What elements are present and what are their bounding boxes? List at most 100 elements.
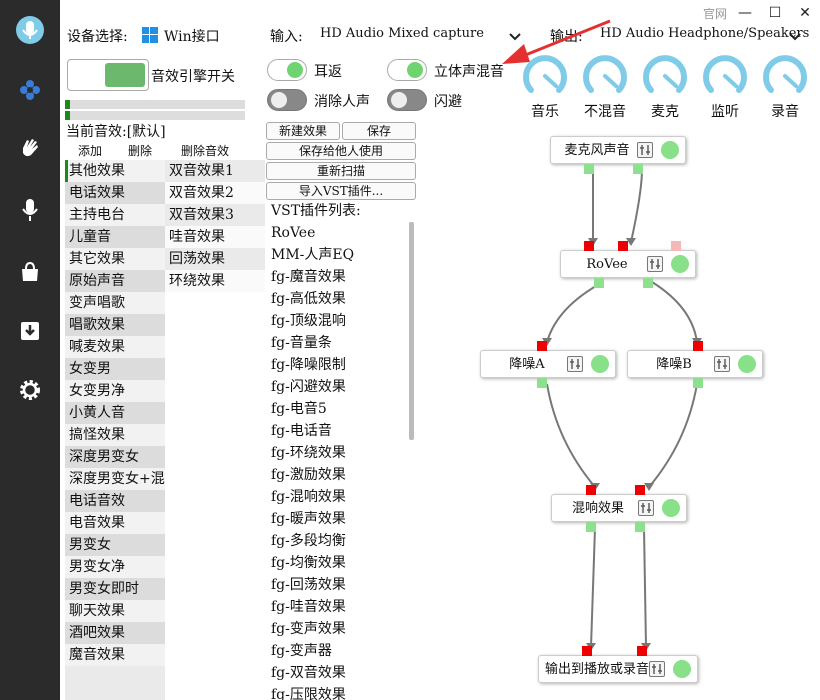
node-settings-icon[interactable] bbox=[638, 500, 654, 516]
vst-plugin-item[interactable]: fg-闪避效果 bbox=[271, 379, 346, 395]
effects-flower-icon[interactable] bbox=[0, 70, 60, 110]
effect-graph-canvas[interactable]: 麦克风声音 RoVee 降噪A 降噪B 混响效果输出到播放或录音 bbox=[417, 122, 820, 700]
output-port[interactable] bbox=[586, 522, 596, 532]
input-port[interactable] bbox=[637, 646, 647, 656]
input-port[interactable] bbox=[693, 341, 703, 351]
minimize-button[interactable]: — bbox=[738, 5, 752, 21]
category-item[interactable]: 男变女即时 bbox=[65, 578, 165, 600]
node-enabled-indicator[interactable] bbox=[661, 141, 679, 159]
graph-node[interactable]: RoVee bbox=[560, 250, 696, 278]
output-port[interactable] bbox=[643, 278, 653, 288]
vst-plugin-item[interactable]: fg-变声器 bbox=[271, 643, 332, 659]
official-site-link[interactable]: 官网 bbox=[703, 7, 728, 21]
category-item[interactable]: 小黄人音 bbox=[65, 402, 165, 424]
graph-node[interactable]: 降噪B bbox=[627, 350, 763, 378]
node-enabled-indicator[interactable] bbox=[738, 355, 756, 373]
vst-plugin-item[interactable]: fg-激励效果 bbox=[271, 467, 346, 483]
rescan-button[interactable]: 重新扫描 bbox=[266, 162, 416, 180]
engine-switch[interactable] bbox=[67, 59, 149, 91]
category-item[interactable]: 喊麦效果 bbox=[65, 336, 165, 358]
volume-knob[interactable] bbox=[761, 52, 809, 100]
category-item[interactable]: 酒吧效果 bbox=[65, 622, 165, 644]
input-port[interactable] bbox=[671, 241, 681, 251]
vst-plugin-item[interactable]: fg-多段均衡 bbox=[271, 533, 346, 549]
volume-knob[interactable] bbox=[641, 52, 689, 100]
vocal-remove-toggle[interactable] bbox=[267, 89, 307, 111]
category-item[interactable]: 搞怪效果 bbox=[65, 424, 165, 446]
output-port[interactable] bbox=[594, 278, 604, 288]
vst-plugin-item[interactable]: fg-高低效果 bbox=[271, 291, 346, 307]
output-port[interactable] bbox=[633, 164, 643, 174]
download-icon[interactable] bbox=[0, 311, 60, 351]
input-port[interactable] bbox=[584, 241, 594, 251]
vst-plugin-item[interactable]: fg-音量条 bbox=[271, 335, 332, 351]
effect-item[interactable]: 环绕效果 bbox=[165, 270, 265, 292]
node-enabled-indicator[interactable] bbox=[591, 355, 609, 373]
microphone-logo-icon[interactable] bbox=[0, 10, 60, 50]
category-item[interactable]: 女变男净 bbox=[65, 380, 165, 402]
vst-plugin-item[interactable]: fg-变声效果 bbox=[271, 621, 346, 637]
category-item[interactable]: 主持电台 bbox=[65, 204, 165, 226]
vst-plugin-item[interactable]: fg-哇音效果 bbox=[271, 599, 346, 615]
vst-plugin-item[interactable]: fg-双音效果 bbox=[271, 665, 346, 681]
ducking-toggle[interactable] bbox=[387, 89, 427, 111]
delete-effect-button[interactable]: 删除音效 bbox=[181, 144, 230, 158]
category-item[interactable]: 电音效果 bbox=[65, 512, 165, 534]
close-button[interactable]: ✕ bbox=[799, 5, 811, 21]
category-item[interactable]: 电话效果 bbox=[65, 182, 165, 204]
volume-knob[interactable] bbox=[521, 52, 569, 100]
graph-node[interactable]: 降噪A bbox=[480, 350, 616, 378]
save-button[interactable]: 保存 bbox=[342, 122, 416, 140]
add-button[interactable]: 添加 bbox=[78, 144, 103, 158]
output-port[interactable] bbox=[584, 164, 594, 174]
category-item[interactable]: 聊天效果 bbox=[65, 600, 165, 622]
vst-plugin-item[interactable]: MM-人声EQ bbox=[271, 247, 355, 263]
graph-node[interactable]: 混响效果 bbox=[551, 494, 687, 522]
input-select[interactable]: HD Audio Mixed capture bbox=[320, 26, 484, 41]
shopping-bag-icon[interactable] bbox=[0, 252, 60, 292]
stereo-mix-toggle[interactable] bbox=[387, 59, 427, 81]
node-enabled-indicator[interactable] bbox=[671, 255, 689, 273]
vst-plugin-item[interactable]: fg-电话音 bbox=[271, 423, 332, 439]
maximize-button[interactable]: ☐ bbox=[768, 5, 782, 21]
settings-gear-icon[interactable] bbox=[0, 370, 60, 410]
graph-node[interactable]: 输出到播放或录音 bbox=[538, 655, 698, 683]
input-port[interactable] bbox=[537, 341, 547, 351]
category-item[interactable]: 电话音效 bbox=[65, 490, 165, 512]
input-port[interactable] bbox=[582, 646, 592, 656]
hand-clap-icon[interactable] bbox=[0, 128, 60, 168]
import-vst-button[interactable]: 导入VST插件... bbox=[266, 182, 416, 200]
category-item[interactable]: 其它效果 bbox=[65, 248, 165, 270]
category-item[interactable]: 原始声音 bbox=[65, 270, 165, 292]
output-port[interactable] bbox=[635, 522, 645, 532]
vst-plugin-item[interactable]: RoVee bbox=[271, 225, 316, 241]
graph-node[interactable]: 麦克风声音 bbox=[550, 136, 686, 164]
node-settings-icon[interactable] bbox=[567, 356, 583, 372]
node-enabled-indicator[interactable] bbox=[673, 660, 691, 678]
vst-plugin-item[interactable]: fg-混响效果 bbox=[271, 489, 346, 505]
effect-item[interactable]: 哇音效果 bbox=[165, 226, 265, 248]
new-effect-button[interactable]: 新建效果 bbox=[266, 122, 340, 140]
volume-knob[interactable] bbox=[581, 52, 629, 100]
node-settings-icon[interactable] bbox=[637, 142, 653, 158]
node-settings-icon[interactable] bbox=[714, 356, 730, 372]
category-item[interactable]: 深度男变女+混响 bbox=[65, 468, 165, 490]
effect-item[interactable]: 双音效果2 bbox=[165, 182, 265, 204]
monitor-toggle[interactable] bbox=[267, 59, 307, 81]
device-select[interactable]: Win接口 bbox=[164, 29, 220, 45]
vst-plugin-item[interactable]: fg-回荡效果 bbox=[271, 577, 346, 593]
vst-plugin-item[interactable]: fg-顶级混响 bbox=[271, 313, 346, 329]
node-settings-icon[interactable] bbox=[649, 661, 665, 677]
output-select[interactable]: HD Audio Headphone/Speakers bbox=[600, 26, 810, 41]
output-port[interactable] bbox=[693, 378, 703, 388]
category-item[interactable]: 男变女 bbox=[65, 534, 165, 556]
effect-item[interactable]: 双音效果3 bbox=[165, 204, 265, 226]
vst-plugin-item[interactable]: fg-压限效果 bbox=[271, 687, 346, 700]
volume-knob[interactable] bbox=[701, 52, 749, 100]
output-chevron-down-icon[interactable] bbox=[789, 31, 801, 43]
category-item[interactable]: 其他效果 bbox=[65, 160, 165, 182]
category-item[interactable]: 深度男变女 bbox=[65, 446, 165, 468]
vst-plugin-item[interactable]: fg-环绕效果 bbox=[271, 445, 346, 461]
vst-plugin-item[interactable]: fg-魔音效果 bbox=[271, 269, 346, 285]
effect-item[interactable]: 回荡效果 bbox=[165, 248, 265, 270]
